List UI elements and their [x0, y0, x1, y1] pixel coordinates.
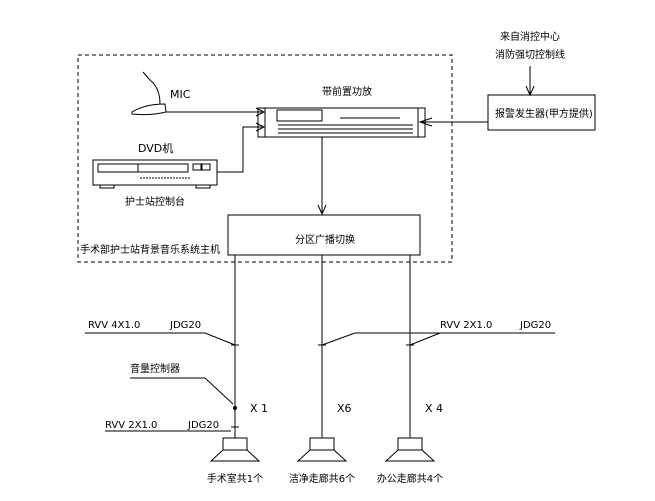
dvd-player-icon [92, 159, 218, 189]
leader-volume-controller [130, 377, 234, 405]
source-line1: 来自消控中心 [500, 30, 560, 43]
volume-controller-dot [233, 406, 237, 410]
cable-left-bottom: RVV 2X1.0 [105, 420, 157, 431]
volume-controller-label: 音量控制器 [130, 362, 180, 375]
amplifier-icon [257, 107, 426, 138]
zone-switch-label: 分区广播切换 [295, 233, 355, 246]
speaker-icon [296, 437, 348, 462]
conduit-left-bottom: JDG20 [187, 420, 219, 431]
console-label: 护士站控制台 [125, 195, 185, 208]
leader-right-top [318, 332, 555, 346]
speaker-3-label: 办公走廊共4个 [377, 472, 443, 485]
speaker-icon [209, 437, 261, 462]
amplifier-label: 带前置功放 [322, 85, 372, 98]
speaker-2-count: X6 [337, 402, 352, 415]
cable-right-top: RVV 2X1.0 [440, 320, 492, 331]
alarm-to-amp-line [418, 117, 488, 127]
microphone-icon [131, 71, 167, 116]
conduit-left-top: JDG20 [169, 320, 201, 331]
cable-left-top: RVV 4X1.0 [88, 320, 140, 331]
leader-left-top [85, 332, 236, 346]
host-label: 手术部护士站背景音乐系统主机 [80, 243, 220, 256]
alarm-label: 报警发生器(甲方提供) [495, 107, 593, 120]
host-boundary [77, 54, 453, 263]
speaker-3-count: X 4 [425, 402, 443, 415]
dvd-to-amp-line [217, 122, 266, 173]
conduit-right-top: JDG20 [519, 320, 551, 331]
speaker-1-label: 手术室共1个 [207, 472, 263, 485]
mic-label: MIC [170, 88, 191, 101]
zone-switch-box [227, 214, 421, 256]
speaker-icon [384, 437, 436, 462]
speaker-2-label: 洁净走廊共6个 [289, 472, 355, 485]
speaker-1-count: X 1 [250, 402, 268, 415]
source-line2: 消防强切控制线 [495, 48, 565, 61]
dvd-label: DVD机 [138, 141, 173, 155]
source-arrow [525, 66, 535, 97]
amp-to-switch-line [317, 137, 327, 216]
mic-to-amp-line [166, 107, 266, 117]
alarm-generator-box [487, 94, 596, 131]
